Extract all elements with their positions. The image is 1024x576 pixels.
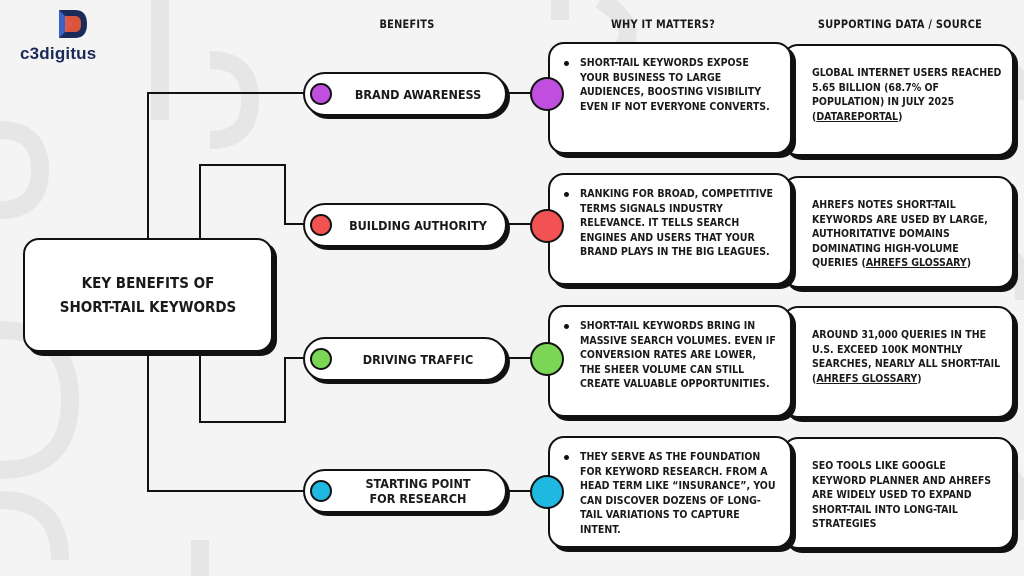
why-text: Ranking for broad, competitive terms sig… bbox=[564, 187, 778, 260]
benefit-dot bbox=[310, 214, 332, 236]
data-text: Ahrefs notes short-tail keywords are use… bbox=[812, 199, 988, 269]
benefit-dot bbox=[310, 83, 332, 105]
why-text: Short-tail keywords bring in massive sea… bbox=[564, 319, 778, 392]
data-card-starting-point: SEO tools like Google Keyword Planner an… bbox=[782, 437, 1014, 549]
benefit-driving-traffic: Driving Traffic bbox=[303, 337, 507, 381]
why-text: Short-tail keywords expose your business… bbox=[564, 56, 778, 114]
why-card-building-authority: Ranking for broad, competitive terms sig… bbox=[548, 173, 792, 285]
source-link[interactable]: Ahrefs Glossary bbox=[816, 372, 918, 385]
benefit-starting-point: Starting Point for Research bbox=[303, 469, 507, 513]
why-card-driving-traffic: Short-tail keywords bring in massive sea… bbox=[548, 305, 792, 417]
connector-dot bbox=[530, 77, 564, 111]
benefit-label: Driving Traffic bbox=[362, 351, 474, 367]
data-text: SEO tools like Google Keyword Planner an… bbox=[812, 460, 992, 530]
connector-dot bbox=[530, 475, 564, 509]
benefit-label: Starting Point for Research bbox=[365, 476, 471, 506]
data-text-end: ) bbox=[917, 372, 922, 385]
data-text-end: ) bbox=[966, 257, 972, 269]
benefit-dot bbox=[310, 348, 332, 370]
why-text: They serve as the foundation for keyword… bbox=[564, 450, 778, 537]
benefit-brand-awareness: Brand Awareness bbox=[303, 72, 507, 116]
data-card-driving-traffic: Around 31,000 queries in the U.S. exceed… bbox=[782, 306, 1014, 418]
data-card-building-authority: Ahrefs notes short-tail keywords are use… bbox=[782, 176, 1014, 288]
why-card-brand-awareness: Short-tail keywords expose your business… bbox=[548, 42, 792, 154]
c3digitus-logo-icon bbox=[59, 10, 87, 38]
data-text: Global internet users reached 5.65 billi… bbox=[812, 67, 1002, 123]
benefit-dot bbox=[310, 480, 332, 502]
connector-dot bbox=[530, 209, 564, 243]
benefit-label: Brand Awareness bbox=[354, 86, 482, 102]
header-supporting-data: Supporting Data / Source bbox=[817, 17, 983, 31]
why-card-starting-point: They serve as the foundation for keyword… bbox=[548, 436, 792, 548]
connector-dot bbox=[530, 342, 564, 376]
header-benefits: Benefits bbox=[379, 17, 435, 31]
central-topic: Key Benefits of Short-Tail Keywords bbox=[23, 238, 273, 352]
data-text-end: ) bbox=[898, 110, 903, 123]
brand-logo: c3digitus bbox=[20, 8, 130, 68]
data-text: Around 31,000 queries in the U.S. exceed… bbox=[812, 329, 1001, 385]
brand-name: c3digitus bbox=[20, 44, 97, 63]
benefit-label: Building Authority bbox=[349, 217, 487, 233]
central-topic-label: Key Benefits of Short-Tail Keywords bbox=[59, 274, 237, 316]
source-link[interactable]: Ahrefs Glossary bbox=[865, 257, 967, 269]
source-link[interactable]: DataReportal bbox=[816, 110, 899, 123]
benefit-building-authority: Building Authority bbox=[303, 203, 507, 247]
data-card-brand-awareness: Global internet users reached 5.65 billi… bbox=[782, 44, 1014, 156]
header-why-it-matters: Why it matters? bbox=[611, 17, 715, 31]
